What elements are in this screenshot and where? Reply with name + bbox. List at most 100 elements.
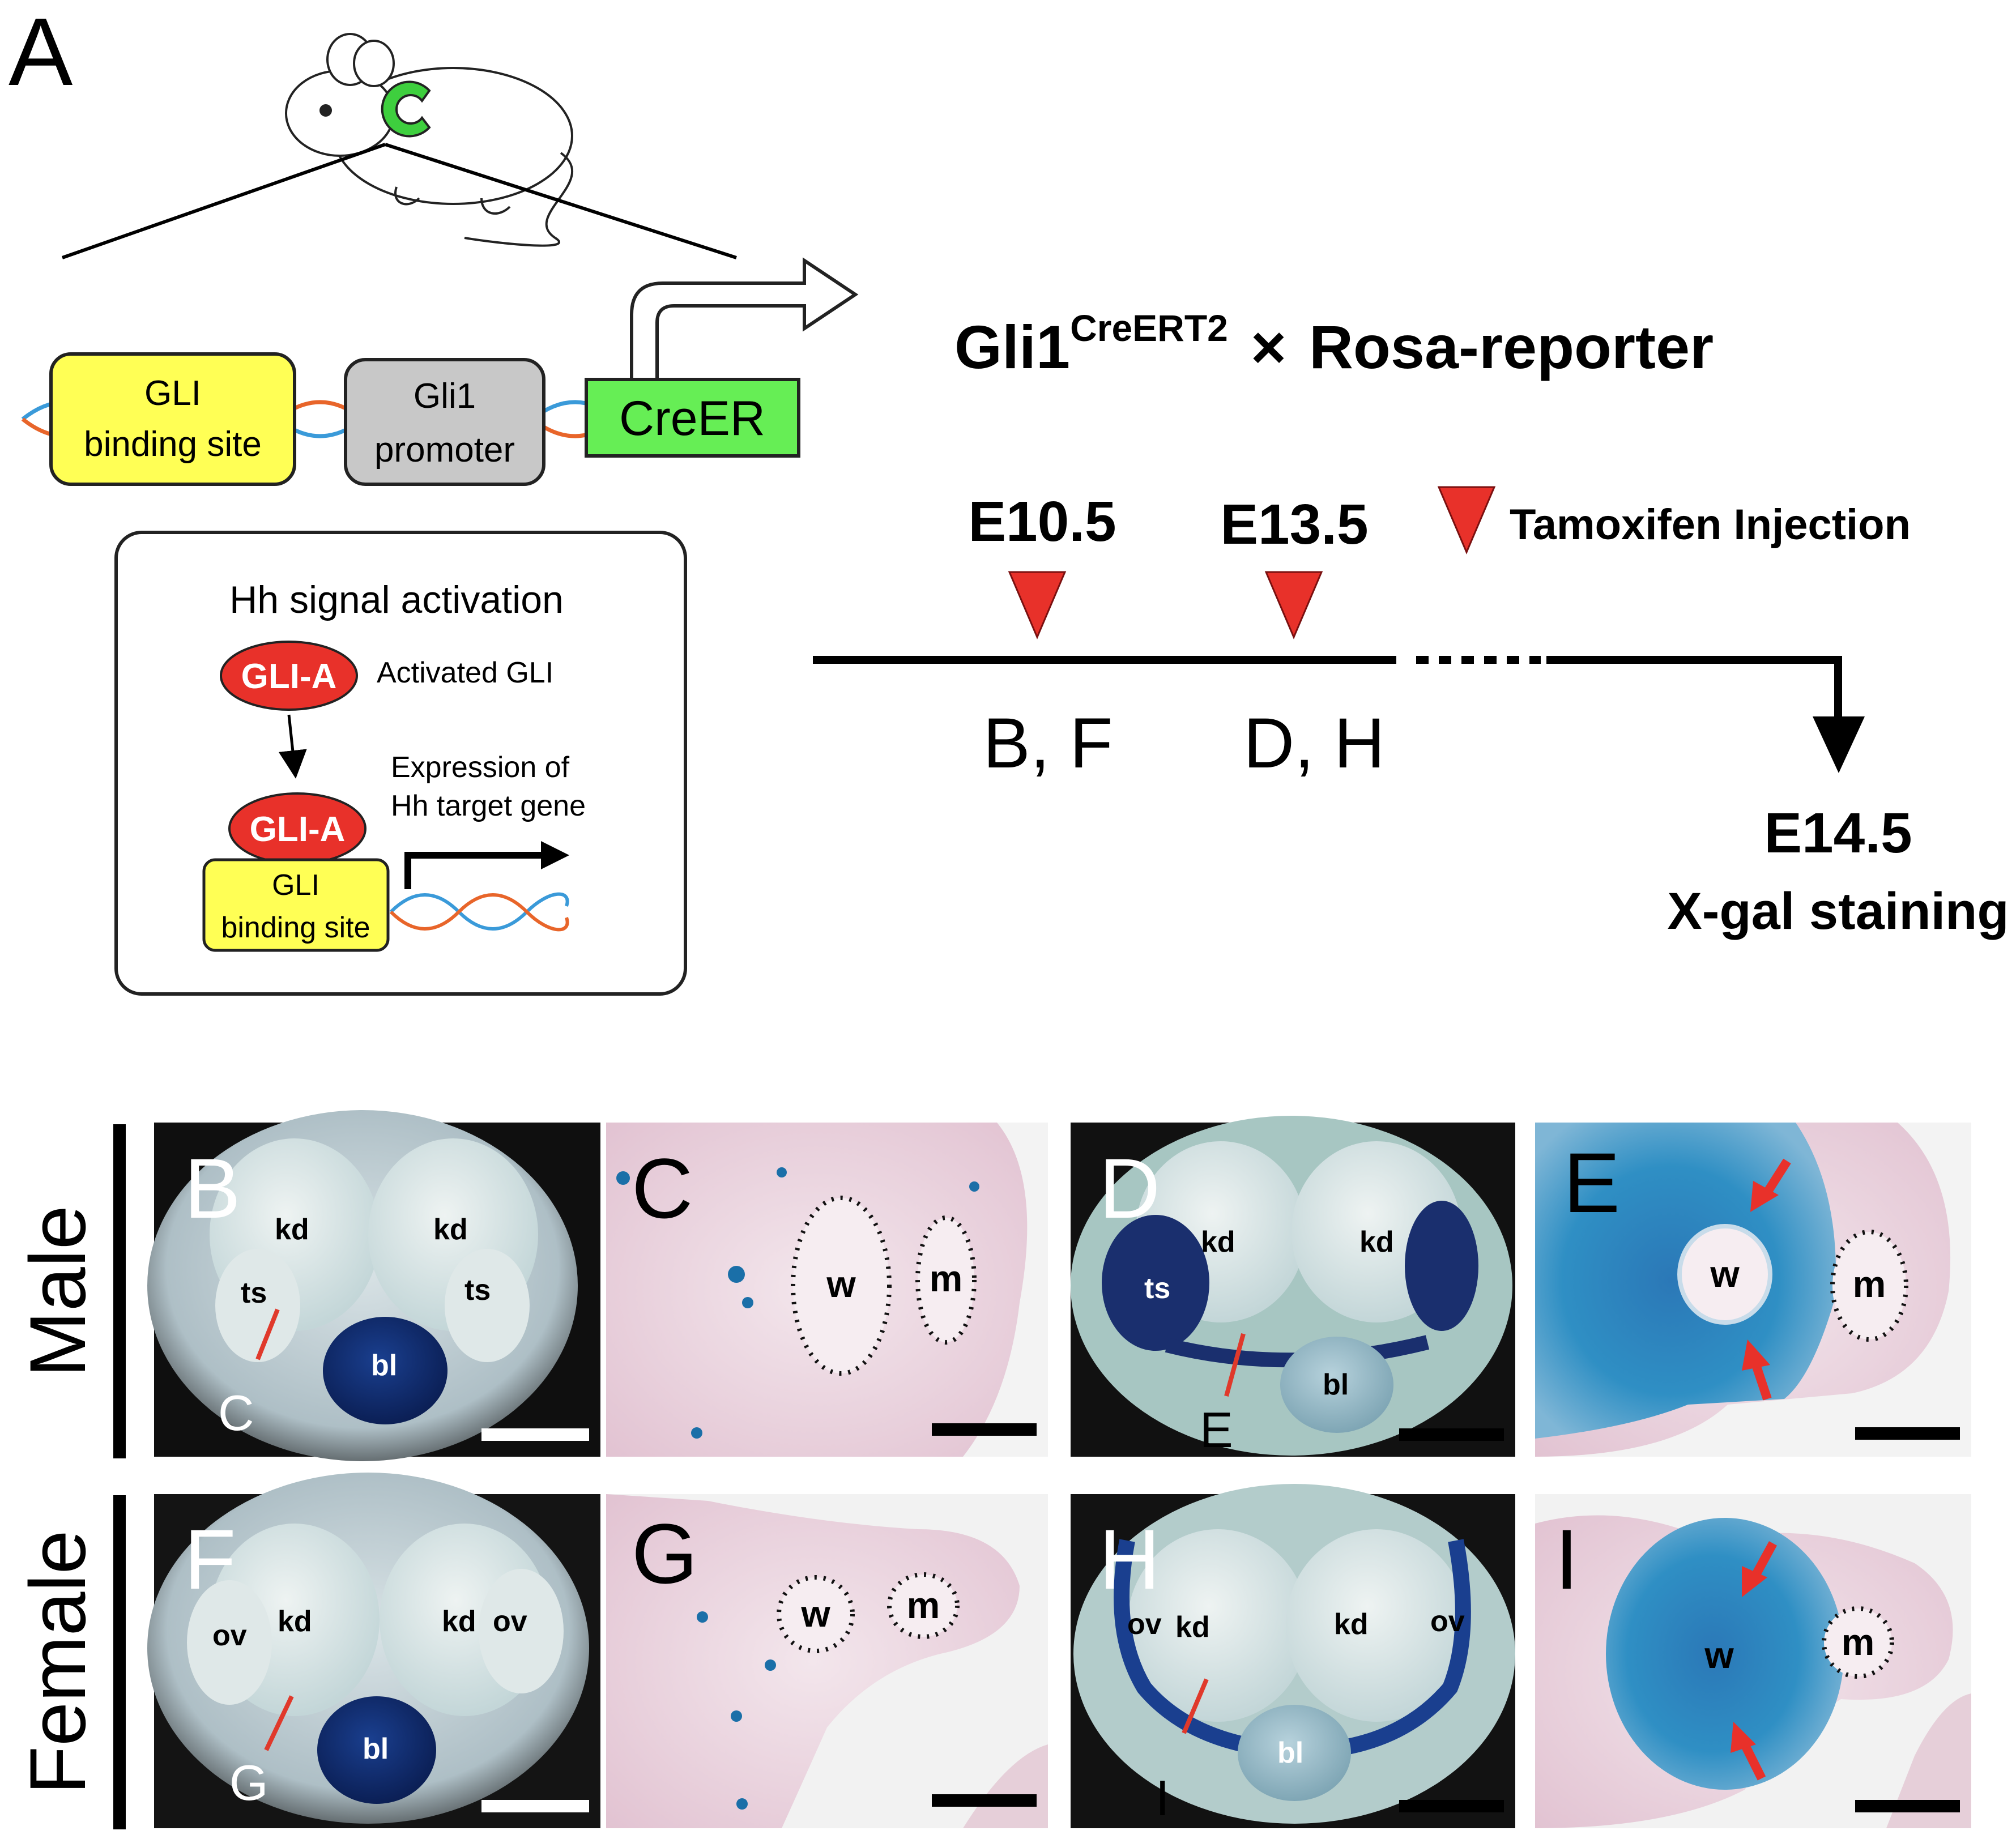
zoom-line-left: [62, 143, 386, 259]
target-gene-arrowhead: [541, 841, 569, 869]
female-row-bar: [113, 1495, 126, 1829]
panel-e-arrow-top: [1763, 1158, 1791, 1195]
panel-f-kd-left: kd: [278, 1605, 312, 1638]
tamoxifen-arrowhead-e135: [1264, 571, 1323, 639]
gli-a-label-bottom: GLI-A: [250, 810, 346, 849]
panel-e-w: w: [1710, 1253, 1740, 1295]
gli1-promoter-line2: promoter: [374, 430, 515, 470]
panel-h-kd-left: kd: [1175, 1611, 1210, 1644]
panel-b-kd-right: kd: [433, 1213, 468, 1246]
timeline-panels-dh: D, H: [1243, 704, 1385, 783]
panel-f: [147, 1473, 600, 1828]
gli1-promoter-box: [344, 358, 545, 486]
panel-b-kd-left: kd: [275, 1213, 309, 1246]
panel-g: [606, 1494, 1048, 1828]
panel-i-arrowhead-top: [1742, 1566, 1767, 1597]
panel-b-ts-right: ts: [464, 1274, 491, 1307]
tamoxifen-arrowhead-e105: [1008, 571, 1067, 639]
panel-i-label: I: [1555, 1512, 1579, 1607]
panel-d: [1071, 1116, 1515, 1457]
panel-d-kd-left: kd: [1201, 1226, 1235, 1258]
panel-b-ts-left: ts: [241, 1277, 267, 1309]
timeline-end-assay: X-gal staining: [1667, 882, 2009, 940]
panel-g-m: m: [907, 1584, 940, 1626]
panel-e-arrow-bottom: [1751, 1363, 1772, 1401]
creer-label: CreER: [619, 391, 765, 446]
panel-g-w: w: [800, 1593, 830, 1635]
panel-d-label: D: [1099, 1141, 1160, 1236]
timepoint-e105: E10.5: [968, 490, 1116, 553]
male-row-bar: [113, 1124, 126, 1458]
panel-d-bl: bl: [1323, 1368, 1349, 1401]
row-label-male: Male: [13, 1205, 102, 1377]
panel-f-ov-left: ov: [212, 1619, 247, 1652]
panel-b-label: B: [184, 1141, 241, 1236]
panel-c-label: C: [632, 1141, 693, 1236]
panel-c-m: m: [930, 1257, 963, 1299]
activated-gli-label: Activated GLI: [377, 656, 553, 689]
panel-h-bl: bl: [1277, 1736, 1303, 1769]
mouse-illustration: [285, 33, 574, 247]
gli-a-down-arrow: [278, 714, 307, 779]
inset-gli-line1: GLI: [272, 869, 319, 902]
kidney-marker-icon: [381, 80, 431, 138]
inset-gli-line2: binding site: [221, 911, 370, 944]
gli-a-label-top: GLI-A: [241, 657, 337, 696]
inset-dna: [389, 892, 569, 932]
timeline-panels-bf: B, F: [983, 704, 1113, 783]
panel-i-w: w: [1704, 1634, 1734, 1676]
panel-h-ov-right: ov: [1430, 1605, 1465, 1638]
creer-box: [585, 378, 800, 458]
panel-h-ov-left: ov: [1127, 1608, 1162, 1641]
panel-i-arrow-top: [1751, 1541, 1778, 1577]
tamoxifen-legend-label: Tamoxifen Injection: [1510, 501, 1911, 549]
target-gene-arrow: [404, 852, 544, 889]
timeline-end-line: [1546, 656, 1842, 722]
panel-e-label: E: [1563, 1135, 1620, 1230]
panel-i-arrow-bottom: [1740, 1742, 1766, 1781]
panel-g-label: G: [632, 1506, 698, 1601]
panel-i-m: m: [1842, 1621, 1875, 1663]
timeline-end-stage: E14.5: [1764, 801, 1912, 865]
panel-b: [147, 1110, 600, 1461]
hh-inset-title: Hh signal activation: [229, 578, 564, 621]
panel-i-arrowhead-bottom: [1731, 1722, 1756, 1753]
panel-e-arrowhead-bottom: [1742, 1339, 1770, 1371]
panel-f-label: F: [184, 1512, 236, 1607]
gli-a-ellipse-top: [220, 641, 358, 711]
panel-c: [606, 1123, 1048, 1457]
gli-binding-site-box: [49, 352, 296, 486]
expression-line2: Hh target gene: [391, 790, 586, 822]
panel-f-bl: bl: [363, 1733, 389, 1765]
panel-b-cut-label: C: [218, 1385, 254, 1441]
panel-f-cut-label: G: [229, 1755, 268, 1811]
panel-c-w: w: [826, 1263, 856, 1305]
cross-title: Gli1CreERT2×Rosa-reporter: [954, 307, 1714, 381]
gli1-promoter-line1: Gli1: [414, 377, 476, 416]
panel-h-kd-right: kd: [1334, 1608, 1369, 1641]
panel-b-bl: bl: [371, 1349, 397, 1382]
panel-d-ts: ts: [1144, 1272, 1170, 1305]
gli-binding-site-line1: GLI: [144, 374, 201, 413]
panel-h-cut-label: I: [1156, 1770, 1169, 1826]
timepoint-e135: E13.5: [1220, 493, 1368, 556]
panel-h-label: H: [1099, 1512, 1160, 1607]
timeline-end-arrowhead: [1813, 716, 1865, 773]
row-label-female: Female: [13, 1530, 102, 1795]
panel-e-arrowhead-top: [1750, 1181, 1779, 1212]
panel-d-cut-label: E: [1200, 1402, 1233, 1458]
transcription-arrow: [630, 257, 859, 381]
zoom-line-right: [385, 143, 737, 259]
panel-f-kd-right: kd: [442, 1605, 476, 1638]
panel-label-a: A: [8, 0, 73, 106]
expression-line1: Expression of: [391, 751, 570, 784]
tamoxifen-legend-icon: [1437, 486, 1496, 554]
inset-gli-box: [202, 858, 390, 952]
panel-h: [1071, 1484, 1515, 1828]
panel-e-m: m: [1853, 1263, 1886, 1305]
panel-d-kd-right: kd: [1359, 1226, 1394, 1258]
panel-f-ov-right: ov: [493, 1605, 527, 1638]
gli-binding-site-line2: binding site: [84, 425, 262, 464]
panel-i: [1535, 1494, 1971, 1828]
